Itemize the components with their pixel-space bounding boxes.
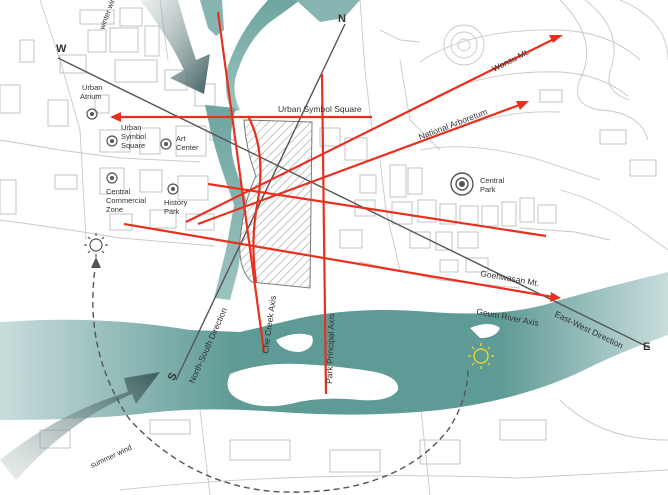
central-commercial-zone-label: Central Commercial Zone <box>106 187 148 214</box>
direction-east: E <box>643 341 650 353</box>
axis-lines <box>110 11 563 395</box>
summer-wind-arrow <box>0 372 160 480</box>
urban-symbol-square-label: Urban Symbol Square <box>121 123 148 150</box>
arrowhead <box>550 292 561 302</box>
target-circle-icon <box>450 172 474 196</box>
target-circle-icon <box>106 135 118 147</box>
central-park-label: Central Park <box>480 176 506 194</box>
target-circle-icon <box>86 108 98 120</box>
park-principal-axis-label: Park Principal Axis <box>324 313 336 384</box>
wonsu-mt-axis <box>185 37 557 223</box>
arrowhead <box>549 35 563 43</box>
sun-icon-winter <box>84 233 108 257</box>
sun-path-arrowhead <box>91 257 101 268</box>
national-arboretum-label: National Arboretum <box>417 106 489 141</box>
arrowhead <box>110 112 121 122</box>
che-creek-axis <box>216 11 266 353</box>
sun-icon-summer <box>468 343 494 369</box>
arrowhead <box>516 101 529 110</box>
direction-south: S <box>166 371 180 383</box>
winter-wind-arrow <box>140 0 210 94</box>
direction-west: W <box>56 43 67 55</box>
direction-north: N <box>338 13 346 25</box>
wonsu-mt-label: Wonsu Mt. <box>490 46 531 73</box>
landmark-icons <box>86 108 474 196</box>
summer-wind-label: summer wind <box>89 443 133 470</box>
history-park-label: History Park <box>164 198 189 216</box>
goehwasan-mt-axis <box>123 222 554 299</box>
target-circle-icon <box>106 172 118 184</box>
art-center-label: Art Center <box>176 134 199 152</box>
target-circle-icon <box>167 183 179 195</box>
park-principal-axis <box>320 73 328 395</box>
winter-wind-label: winter wind <box>97 0 119 32</box>
site-edge-curve <box>247 115 262 283</box>
urban-symbol-square-axis-label: Urban Symbol Square <box>278 104 362 114</box>
urban-atrium-label: Urban Atrium <box>80 83 105 101</box>
national-arboretum-axis <box>197 102 523 226</box>
sun-path-arc <box>92 261 469 493</box>
geum-river-axis <box>207 182 547 238</box>
target-circle-icon <box>160 138 172 150</box>
geum-river <box>0 272 668 420</box>
